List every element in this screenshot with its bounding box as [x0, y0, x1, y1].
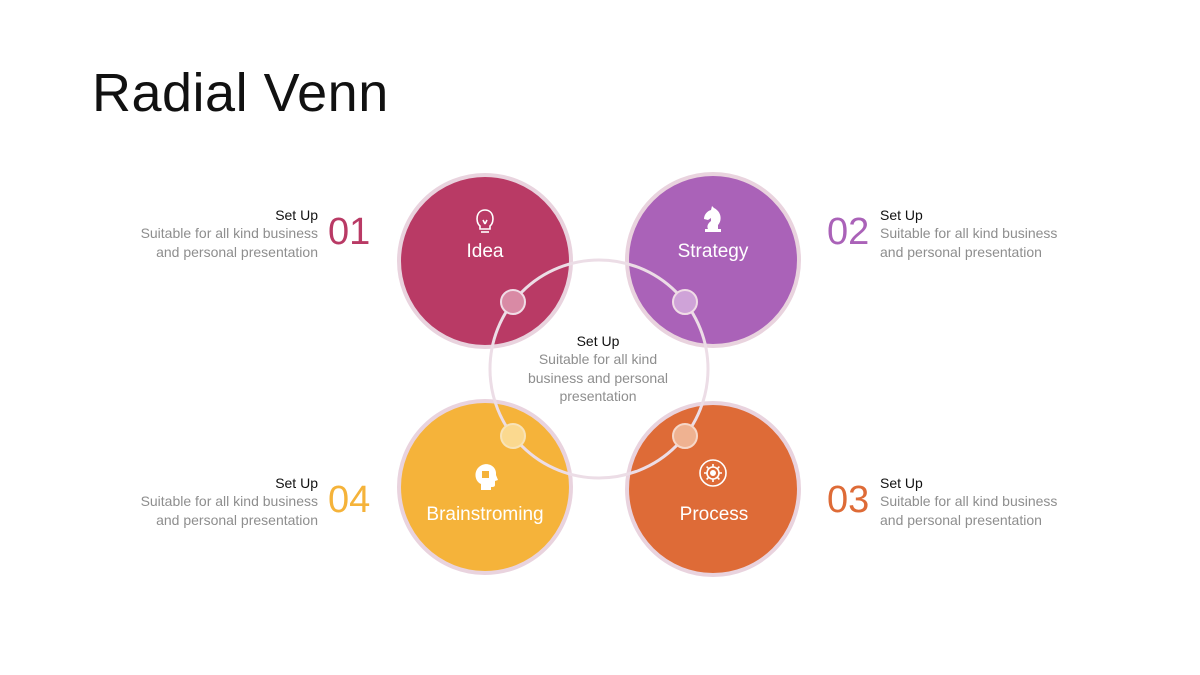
junction-dot-idea: [500, 289, 526, 315]
gear-cycle-icon: [699, 459, 727, 487]
callout-body-line: Suitable for all kind business: [140, 225, 318, 241]
junction-dot-brainstorming: [500, 423, 526, 449]
callout-04: Set Up Suitable for all kind business an…: [18, 474, 318, 530]
junction-dot-strategy: [672, 289, 698, 315]
center-heading: Set Up: [576, 333, 620, 349]
callout-body-line: and personal presentation: [156, 244, 318, 260]
callout-number-03: 03: [827, 479, 870, 521]
circle-label-brainstorming: Brainstroming: [426, 504, 543, 525]
page-title: Radial Venn: [92, 63, 389, 123]
callout-03: Set Up Suitable for all kind business an…: [880, 474, 1180, 530]
circle-idea[interactable]: [397, 173, 573, 349]
head-puzzle-icon: [475, 464, 498, 490]
junction-dot-process: [672, 423, 698, 449]
callout-body-line: and personal presentation: [880, 512, 1042, 528]
circle-process[interactable]: [625, 401, 801, 577]
callout-01: Set Up Suitable for all kind business an…: [18, 206, 318, 262]
callout-heading: Set Up: [880, 207, 923, 223]
callout-number-01: 01: [328, 211, 371, 253]
callout-02: Set Up Suitable for all kind business an…: [880, 206, 1180, 262]
callout-body-line: Suitable for all kind business: [140, 493, 318, 509]
callout-body-line: and personal presentation: [156, 512, 318, 528]
circle-label-strategy: Strategy: [678, 241, 749, 262]
circle-strategy[interactable]: [625, 172, 801, 348]
center-ring: [488, 258, 710, 480]
lightbulb-icon: [476, 209, 494, 233]
chess-knight-icon: [704, 206, 721, 232]
callout-body-line: and personal presentation: [880, 244, 1042, 260]
callout-body-line: Suitable for all kind business: [880, 493, 1058, 509]
center-description: Set Up Suitable for all kind business an…: [518, 332, 678, 406]
center-body: Suitable for all kind business and perso…: [527, 351, 669, 404]
circle-label-process: Process: [680, 504, 749, 525]
circle-label-idea: Idea: [467, 241, 504, 262]
callout-heading: Set Up: [880, 475, 923, 491]
callout-heading: Set Up: [275, 207, 318, 223]
callout-body-line: Suitable for all kind business: [880, 225, 1058, 241]
callout-number-02: 02: [827, 211, 870, 253]
callout-heading: Set Up: [275, 475, 318, 491]
callout-number-04: 04: [328, 479, 371, 521]
